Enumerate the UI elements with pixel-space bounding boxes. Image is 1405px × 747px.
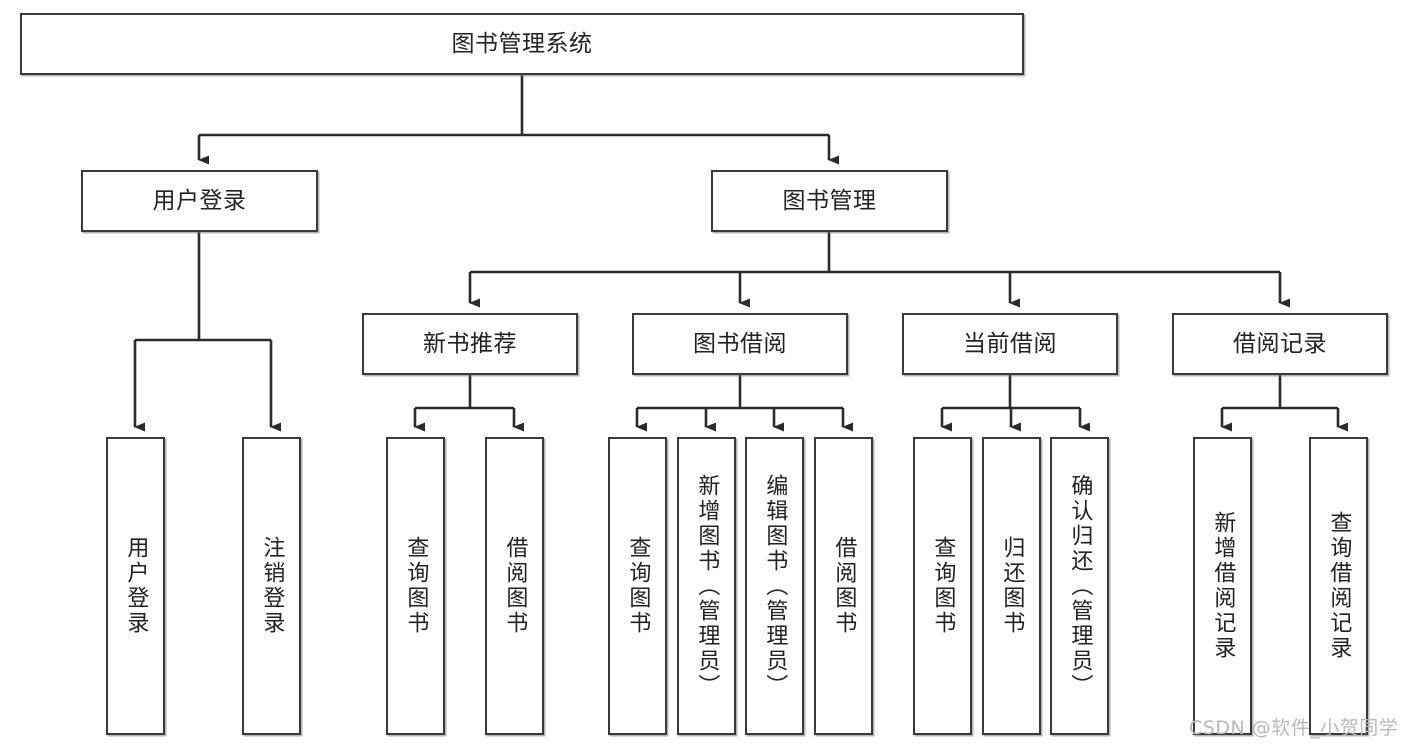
node-book-borrow-label: 图书借阅 [693, 330, 787, 357]
csdn-watermark: CSDN @软件_小贺同学 [1189, 717, 1399, 739]
leaf-borrow-edit-book-admin-label: 编辑图书（管理员） [762, 473, 788, 699]
node-user-login[interactable]: 用户登录 [81, 170, 318, 232]
leaf-current-confirm-return-admin[interactable]: 确认归还（管理员） [1050, 437, 1109, 735]
leaf-borrow-query-book-label: 查询图书 [625, 536, 651, 636]
leaf-records-add-record-label: 新增借阅记录 [1210, 511, 1236, 661]
node-new-book-recommend[interactable]: 新书推荐 [362, 313, 578, 375]
node-new-book-recommend-label: 新书推荐 [423, 330, 517, 357]
node-book-management-label: 图书管理 [782, 187, 877, 214]
leaf-borrow-add-book-admin[interactable]: 新增图书（管理员） [677, 437, 736, 735]
node-root-label: 图书管理系统 [451, 30, 593, 57]
leaf-user-login[interactable]: 用户登录 [106, 437, 165, 735]
leaf-borrow-query-book[interactable]: 查询图书 [608, 437, 667, 735]
leaf-newbook-query-book-label: 查询图书 [403, 536, 429, 636]
leaf-current-query-book[interactable]: 查询图书 [913, 437, 972, 735]
node-user-login-label: 用户登录 [152, 187, 247, 214]
leaf-newbook-borrow-book-label: 借阅图书 [502, 536, 528, 636]
leaf-borrow-borrow-book[interactable]: 借阅图书 [814, 437, 873, 735]
leaf-borrow-edit-book-admin[interactable]: 编辑图书（管理员） [745, 437, 804, 735]
node-book-management[interactable]: 图书管理 [711, 170, 948, 232]
node-root[interactable]: 图书管理系统 [20, 13, 1024, 75]
leaf-user-login-label: 用户登录 [123, 536, 149, 636]
leaf-user-logout-label: 注销登录 [259, 536, 285, 636]
node-borrow-records-label: 借阅记录 [1233, 330, 1327, 357]
leaf-records-query-record[interactable]: 查询借阅记录 [1309, 437, 1368, 735]
leaf-records-query-record-label: 查询借阅记录 [1326, 511, 1352, 661]
node-book-borrow[interactable]: 图书借阅 [632, 313, 848, 375]
leaf-records-add-record[interactable]: 新增借阅记录 [1193, 437, 1252, 735]
leaf-current-query-book-label: 查询图书 [930, 536, 956, 636]
node-borrow-records[interactable]: 借阅记录 [1172, 313, 1388, 375]
leaf-borrow-add-book-admin-label: 新增图书（管理员） [694, 473, 720, 699]
leaf-current-confirm-return-admin-label: 确认归还（管理员） [1067, 473, 1093, 699]
node-current-borrow-label: 当前借阅 [963, 330, 1057, 357]
node-current-borrow[interactable]: 当前借阅 [902, 313, 1118, 375]
leaf-current-return-book[interactable]: 归还图书 [982, 437, 1041, 735]
leaf-newbook-query-book[interactable]: 查询图书 [386, 437, 445, 735]
leaf-newbook-borrow-book[interactable]: 借阅图书 [485, 437, 544, 735]
leaf-user-logout[interactable]: 注销登录 [242, 437, 301, 735]
leaf-borrow-borrow-book-label: 借阅图书 [831, 536, 857, 636]
leaf-current-return-book-label: 归还图书 [999, 536, 1025, 636]
